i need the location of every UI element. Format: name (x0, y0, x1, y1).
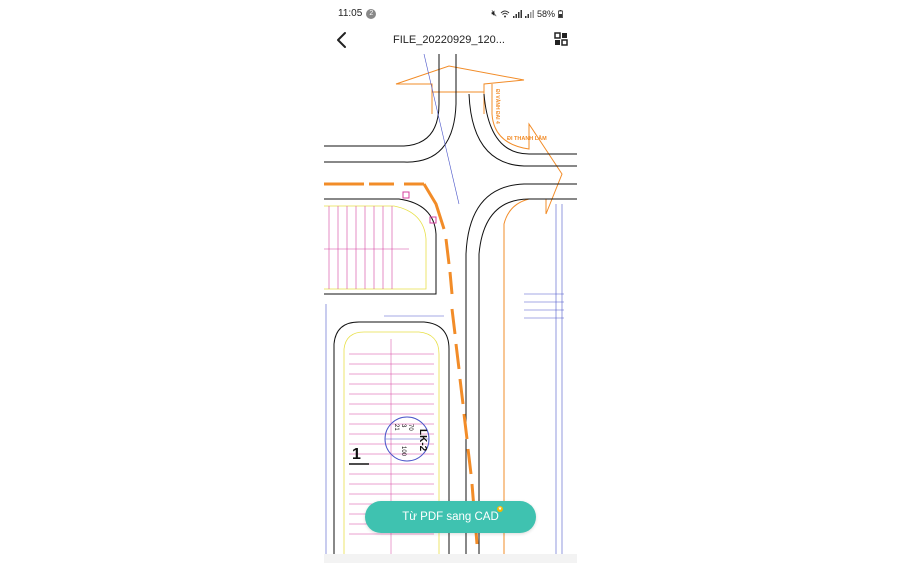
block-value-3: 70 (407, 424, 413, 431)
signal-icon (512, 9, 522, 18)
back-arrow-icon[interactable] (332, 30, 352, 50)
status-left: 11:05 2 (338, 8, 377, 19)
block-label: LK-2 21 3 70 100 (384, 416, 430, 462)
battery-text: 58% (536, 8, 555, 19)
zone-number: 1 (352, 446, 361, 463)
toolbar: FILE_20220929_120... (324, 26, 577, 54)
cad-drawing-viewer[interactable]: ĐI VÀNH ĐAI 4 ĐI THANH LÂM LK-2 21 3 70 … (324, 54, 577, 554)
share-grid-icon[interactable] (553, 31, 569, 47)
pdf-to-cad-button[interactable]: Từ PDF sang CAD ★ (365, 501, 536, 533)
pdf-to-cad-label: Từ PDF sang CAD (402, 511, 499, 523)
system-nav-bar (324, 554, 577, 563)
battery-icon (558, 9, 563, 18)
block-value-2: 3 (400, 424, 406, 428)
status-right: 🔇︎ 58% (491, 8, 563, 19)
wifi-icon (500, 10, 510, 17)
mute-icon: 🔇︎ (491, 8, 497, 18)
cad-drawing: ĐI VÀNH ĐAI 4 ĐI THANH LÂM LK-2 21 3 70 … (324, 54, 577, 554)
status-bar: 11:05 2 🔇︎ 58% (324, 0, 577, 26)
premium-badge-icon: ★ (497, 506, 503, 512)
notification-badge: 2 (366, 8, 377, 19)
block-value-4: 100 (400, 446, 406, 457)
signal-2-icon (524, 9, 534, 18)
status-time: 11:05 (338, 8, 363, 19)
road-label-thanh-lam: ĐI THANH LÂM (507, 135, 547, 142)
block-value-1: 21 (393, 424, 399, 431)
block-id: LK-2 (417, 429, 428, 452)
phone-screen: 11:05 2 🔇︎ 58% FILE_20220929_120... (324, 0, 577, 563)
file-title: FILE_20220929_120... (393, 34, 505, 46)
road-label-vanh-dai: ĐI VÀNH ĐAI 4 (494, 89, 501, 124)
